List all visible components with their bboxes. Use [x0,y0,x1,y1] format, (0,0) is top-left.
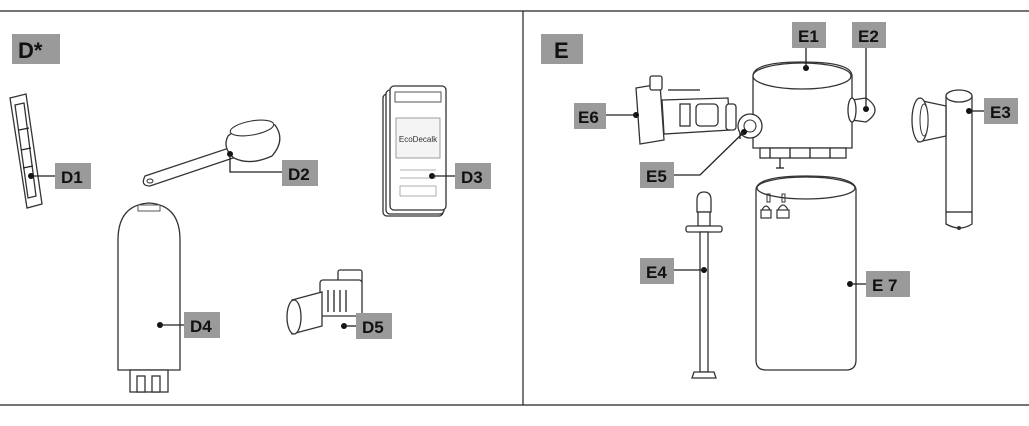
label-d5: D5 [362,318,384,337]
label-e3: E3 [990,103,1011,122]
e5-dial [672,113,763,176]
label-d3-box [455,163,491,189]
d1-test-strip [9,93,55,209]
e6-connector [606,75,737,145]
label-e6-box [574,103,606,129]
label-d2: D2 [288,165,310,184]
label-d2-box [282,160,318,186]
label-e5-box [640,162,674,188]
panel-d-title-box [12,34,60,64]
e3-elbow [911,89,984,230]
panel-e-title-box [541,34,583,64]
d4-filter-cartridge [117,202,184,393]
d5-adapter [286,269,363,335]
label-e3-box [984,98,1018,124]
label-d4-box [184,312,220,338]
panel-d-title: D* [18,38,43,63]
e1-filter-head [739,48,853,169]
panel-e-title: E [554,38,569,63]
label-d3: D3 [461,168,483,187]
label-d1-box [55,163,91,189]
e2-knob [847,48,876,123]
e4-dip-tube [674,191,723,379]
label-e6: E6 [578,108,599,127]
label-d1: D1 [61,168,83,187]
d3-package-text: EcoDecalk [399,135,438,144]
label-e1-box [792,22,826,48]
label-d4: D4 [190,317,212,336]
label-e2: E2 [858,27,879,46]
panel-e: E E6 [541,22,1018,379]
d3-decalcifier-pack: EcoDecalk [382,85,455,217]
label-e2-box [852,22,886,48]
label-e4: E4 [646,263,667,282]
label-e7-box [866,271,910,297]
e7-filter-housing [755,175,866,371]
d2-measuring-spoon [142,119,282,187]
label-d5-box [356,313,392,339]
label-e4-box [640,258,674,284]
label-e7: E 7 [872,276,898,295]
panel-d: D* D1 D2 [9,34,491,393]
label-e5: E5 [646,167,667,186]
label-e1: E1 [798,27,819,46]
